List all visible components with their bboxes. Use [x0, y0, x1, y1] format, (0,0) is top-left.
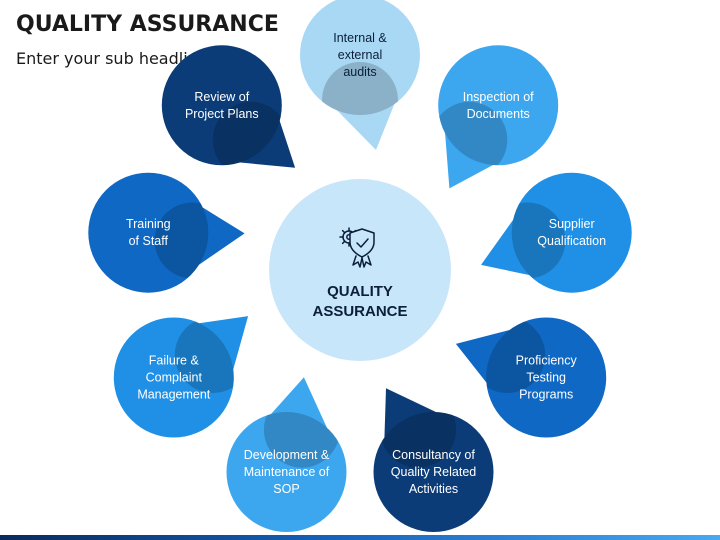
petal-bubble	[438, 45, 559, 166]
petal-label-line: Consultancy of	[392, 448, 475, 462]
petal-bubble	[511, 172, 632, 293]
petal-label-line: Failure &	[149, 354, 200, 368]
petal-label-line: Maintenance of	[244, 465, 330, 479]
petal-label-line: Qualification	[537, 234, 606, 248]
petal-9: Review of Project Plans	[161, 45, 296, 168]
petal-label-line: of Staff	[129, 234, 169, 248]
petal-label-line: Management	[137, 388, 210, 402]
petal-label-line: external	[338, 48, 382, 62]
petal-label-line: audits	[343, 65, 376, 79]
petal-label-line: Project Plans	[185, 107, 259, 121]
petal-2: Inspection of Documents	[438, 45, 559, 189]
petal-bubble	[373, 412, 494, 532]
petal-label-line: Activities	[409, 482, 458, 496]
petal-bubble	[113, 317, 234, 438]
petal-label-line: Supplier	[549, 217, 595, 231]
center-hub	[269, 179, 451, 361]
petal-bubble	[300, 0, 420, 115]
petal-shade	[380, 412, 457, 468]
petal-bubble	[226, 412, 347, 532]
petal-label-line: Training	[126, 217, 171, 231]
petal-shade	[263, 412, 340, 468]
petal-label-line: SOP	[273, 482, 299, 496]
petal-label-line: Proficiency	[516, 354, 578, 368]
petal-label-line: Testing	[526, 371, 566, 385]
petal-label-line: Inspection of	[463, 90, 534, 104]
bottom-accent-bar	[0, 535, 720, 540]
petal-shade	[511, 202, 566, 279]
petal-label-line: Programs	[519, 388, 573, 402]
petal-8: Training of Staff	[88, 172, 245, 293]
center-label-line: ASSURANCE	[312, 303, 407, 320]
petal-label-line: Internal &	[333, 31, 387, 45]
petal-bubble	[486, 317, 607, 438]
slide-title: QUALITY ASSURANCE	[16, 12, 279, 37]
gear-shield-badge-icon	[339, 227, 375, 268]
petal-6: Development & Maintenance of SOP	[226, 377, 347, 532]
petal-label-line: Complaint	[146, 371, 203, 385]
center-label-line: QUALITY	[327, 283, 393, 300]
petal-bubble	[161, 45, 282, 166]
petal-bubble	[88, 172, 209, 293]
petal-label-line: Development &	[244, 448, 330, 462]
petal-shade	[322, 62, 398, 115]
petal-1: Internal & external audits	[300, 0, 420, 150]
petal-label-line: Documents	[467, 107, 530, 121]
petal-label-line: Review of	[194, 90, 249, 104]
petal-label-line: Quality Related	[391, 465, 477, 479]
petal-shade	[154, 202, 209, 279]
